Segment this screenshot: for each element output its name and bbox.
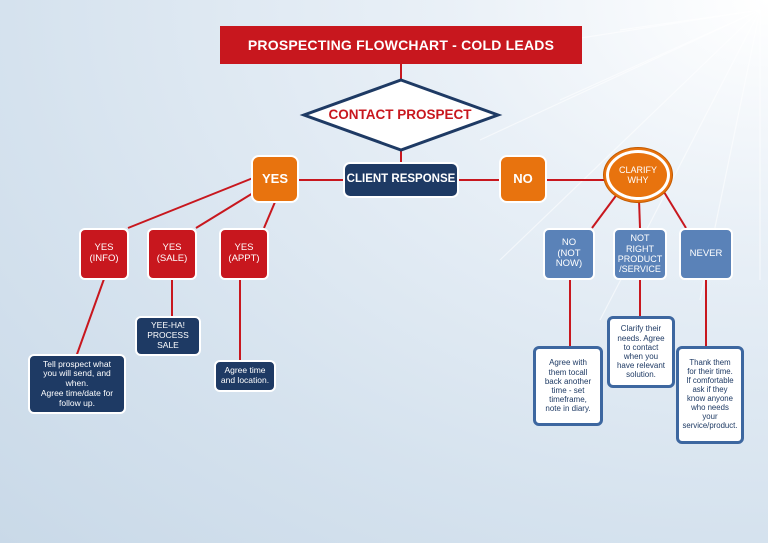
note-line: follow up. (59, 397, 95, 408)
page-title: PROSPECTING FLOWCHART - COLD LEADS (220, 26, 582, 64)
node-line: WHY (627, 175, 649, 185)
client-response-node: CLIENT RESPONSE (343, 162, 459, 198)
node-line: YES (94, 242, 114, 254)
note-line: note in diary. (545, 404, 591, 414)
node-line: RIGHT (626, 243, 654, 254)
note-line: PROCESS (147, 330, 189, 341)
note-line: your (702, 411, 718, 421)
note-line: YEE-HA! (150, 320, 185, 331)
yes-appt-node: YES(APPT) (219, 228, 269, 280)
node-line: YES (162, 242, 182, 254)
node-line: (SALE) (156, 253, 188, 264)
note-line: service/product. (682, 420, 738, 430)
note-line: SALE (157, 339, 179, 350)
yes-sale-node: YES(SALE) (147, 228, 197, 280)
note-line: Clarify their (620, 324, 662, 334)
note-line: you will send, and (43, 368, 111, 379)
note-line: time - set (551, 386, 585, 395)
no-node: NO (499, 155, 547, 203)
note-line: timeframe, (549, 395, 587, 405)
note-line: Agree with (549, 358, 587, 368)
note-line: ask if they (692, 385, 728, 395)
contact-prospect-label: CONTACT PROSPECT (328, 107, 472, 123)
node-line: YES (234, 242, 254, 254)
yes-info-node: YES(INFO) (79, 228, 129, 280)
note-line: Agree time/date for (40, 387, 114, 398)
note-line: to contact (623, 342, 659, 352)
note-line: for their time. (687, 367, 733, 377)
note-line: Agree time (224, 365, 266, 376)
connectors (75, 64, 707, 362)
note-line: solution. (626, 370, 656, 380)
node-line: (INFO) (89, 253, 119, 264)
node-line: CLARIFY (618, 164, 657, 175)
note-line: have relevant (616, 361, 666, 371)
note-line: when. (65, 378, 89, 389)
node-line: (NOT (557, 247, 581, 259)
note-line: and location. (220, 375, 270, 385)
node-line: NOT (630, 233, 650, 244)
yes-node: YES (251, 155, 299, 203)
note-line: know anyone (687, 394, 733, 403)
node-line: NOW) (555, 258, 583, 270)
node-line: NO (561, 236, 577, 248)
note-line: If comfortable (686, 376, 734, 386)
decision-diamond (299, 78, 503, 152)
note-line: them tocall (548, 367, 588, 377)
note-line: needs. Agree (617, 333, 665, 343)
node-line: (APPT) (228, 253, 260, 264)
never-node: NEVER (679, 228, 733, 280)
note-line: when you (623, 352, 659, 361)
note-line: who needs (691, 402, 729, 412)
node-line: PRODUCT (617, 254, 663, 264)
node-line: /SERVICE (619, 264, 661, 275)
node-line: NEVER (689, 247, 723, 259)
note-line: back another (544, 376, 592, 386)
note-line: Thank them (689, 358, 731, 368)
note-line: Tell prospect what (42, 358, 112, 369)
